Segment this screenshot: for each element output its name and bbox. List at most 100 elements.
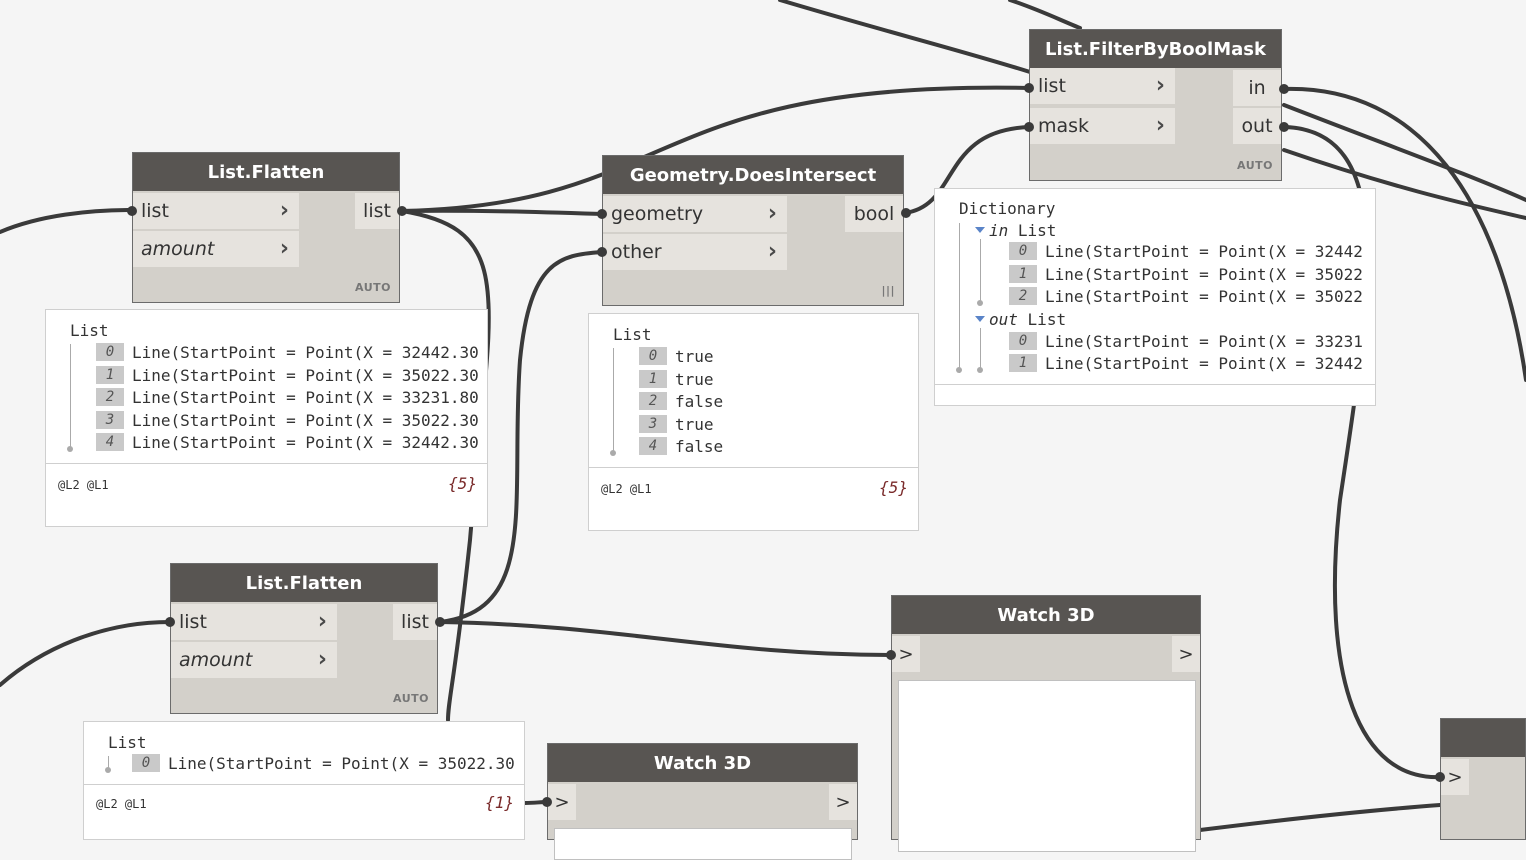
output-port-list[interactable]: list	[393, 604, 437, 640]
wire-flatten2-to-watch1[interactable]	[438, 620, 893, 657]
output-port[interactable]: >	[1172, 636, 1200, 672]
port-label: list	[141, 200, 169, 222]
connector-dot	[886, 650, 896, 660]
node-title[interactable]: List.FilterByBoolMask	[1030, 30, 1281, 68]
collapse-triangle-icon[interactable]	[975, 227, 985, 233]
connector-dot	[127, 206, 137, 216]
wire-filter-in-far-right[interactable]	[1282, 103, 1526, 202]
wire-intersect-to-filter-mask[interactable]	[903, 125, 1032, 215]
port-label: geometry	[611, 203, 704, 225]
wire-offscreen-top-2[interactable]	[1008, 0, 1082, 30]
tree-node-in[interactable]: in List	[975, 220, 1056, 240]
node-title[interactable]: List.Flatten	[133, 153, 399, 191]
preview-footer: @L2 @L1 {5}	[46, 463, 487, 526]
lacing-indicator[interactable]: |||	[881, 284, 895, 297]
output-port[interactable]: >	[829, 784, 857, 820]
lacing-indicator[interactable]: AUTO	[1237, 159, 1273, 172]
wire-offscreen-to-flatten1[interactable]	[0, 208, 134, 234]
input-port[interactable]: >	[548, 784, 576, 820]
chevron-right-icon: ›	[1155, 73, 1165, 98]
output-port-bool[interactable]: bool	[845, 196, 903, 232]
input-port[interactable]: >	[1441, 759, 1469, 795]
item-count: {5}	[448, 474, 477, 493]
tree-end-dot	[105, 767, 111, 773]
output-port-out[interactable]: out	[1233, 108, 1281, 144]
collapse-triangle-icon[interactable]	[975, 316, 985, 322]
lacing-indicator[interactable]: AUTO	[355, 281, 391, 294]
tree-line	[70, 344, 71, 450]
node-title[interactable]: Watch 3D	[548, 744, 857, 782]
node-list-flatten-1[interactable]: List.Flatten list › amount › list AUTO	[132, 152, 400, 303]
node-list-filterbyboolmask[interactable]: List.FilterByBoolMask list › mask › in o…	[1029, 29, 1282, 181]
input-port-amount[interactable]: amount ›	[171, 642, 337, 678]
node-title[interactable]: List.Flatten	[171, 564, 437, 602]
connector-dot	[1024, 122, 1034, 132]
node-title[interactable]	[1441, 719, 1525, 757]
tree-end-dot	[610, 450, 616, 456]
preview-header: List	[108, 733, 147, 752]
node-partial-right[interactable]: >	[1440, 718, 1526, 840]
item-count: {5}	[879, 478, 908, 497]
input-port-amount[interactable]: amount ›	[133, 231, 299, 267]
output-port-in[interactable]: in	[1233, 70, 1281, 106]
input-port-mask[interactable]: mask ›	[1030, 108, 1175, 144]
node-title[interactable]: Watch 3D	[892, 596, 1200, 634]
wire-offscreen-to-flatten2[interactable]	[0, 620, 172, 687]
wire-offscreen-top-1[interactable]	[778, 0, 1032, 74]
port-label: list	[179, 611, 207, 633]
input-port-other[interactable]: other ›	[603, 234, 787, 270]
preview-header: List	[70, 321, 109, 340]
node-geometry-doesintersect[interactable]: Geometry.DoesIntersect geometry › other …	[602, 155, 904, 306]
tree-line	[959, 223, 960, 373]
input-port-list[interactable]: list ›	[1030, 68, 1175, 104]
wire-filter-out-far-right[interactable]	[1282, 148, 1526, 220]
connector-dot	[1279, 84, 1289, 94]
chevron-right-icon: ›	[317, 647, 327, 672]
input-port-geometry[interactable]: geometry ›	[603, 196, 787, 232]
preview-footer	[935, 384, 1375, 405]
preview-header: List	[613, 325, 652, 344]
tree-node-out[interactable]: out List	[975, 309, 1066, 329]
wire-flatten1-to-filter-list[interactable]	[400, 85, 1032, 213]
wire-watch1-to-right[interactable]	[1198, 803, 1442, 832]
node-watch3d-1[interactable]: Watch 3D > >	[891, 595, 1201, 852]
tree-end-dot	[977, 367, 983, 373]
connector-dot	[901, 208, 911, 218]
node-title[interactable]: Geometry.DoesIntersect	[603, 156, 903, 194]
wire-flatten2-to-intersect-other[interactable]	[438, 250, 604, 624]
preview-header: Dictionary	[959, 199, 1056, 218]
connector-dot	[397, 206, 407, 216]
node-list-flatten-2[interactable]: List.Flatten list › amount › list AUTO	[170, 563, 438, 714]
connector-dot	[597, 247, 607, 257]
input-port-list[interactable]: list ›	[133, 193, 299, 229]
chevron-right-icon: ›	[1155, 113, 1165, 138]
tree-line	[980, 328, 981, 370]
input-port[interactable]: >	[892, 636, 920, 672]
connector-dot	[597, 209, 607, 219]
input-port-list[interactable]: list ›	[171, 604, 337, 640]
list-levels: @L2 @L1	[58, 478, 109, 492]
node-watch3d-2[interactable]: Watch 3D > >	[547, 743, 858, 860]
3d-viewport[interactable]	[554, 828, 852, 860]
3d-viewport[interactable]	[898, 680, 1196, 852]
tree-end-dot	[67, 446, 73, 452]
output-port-list[interactable]: list	[355, 193, 399, 229]
lacing-indicator[interactable]: AUTO	[393, 692, 429, 705]
tree-line	[108, 756, 109, 770]
port-label: amount	[141, 238, 215, 260]
connector-dot	[435, 617, 445, 627]
chevron-right-icon: ›	[317, 609, 327, 634]
